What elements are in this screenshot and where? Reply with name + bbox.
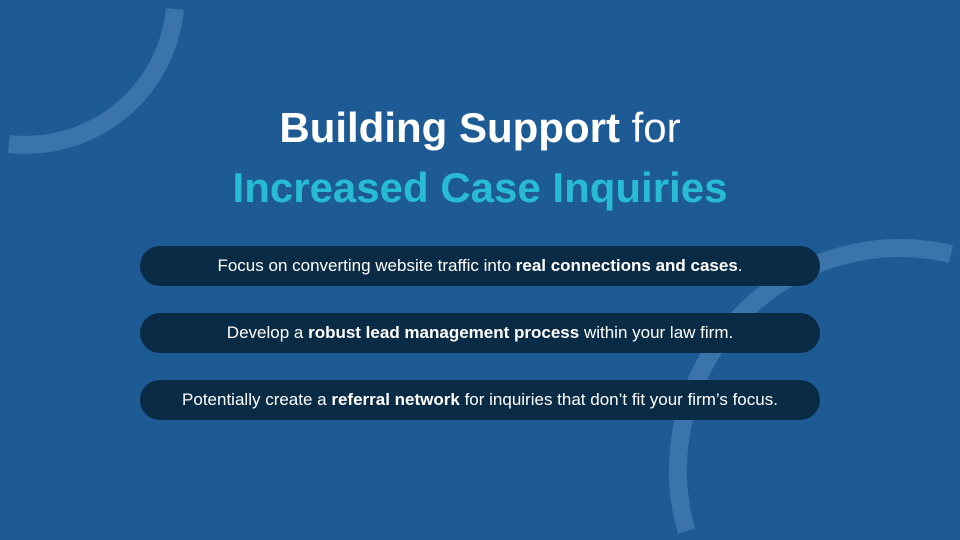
title-bold: Building Support bbox=[279, 104, 620, 151]
bullet-bold: robust lead management process bbox=[308, 323, 580, 342]
bullet-pill-3: Potentially create a referral network fo… bbox=[140, 380, 820, 420]
bullet-bold: referral network bbox=[331, 390, 460, 409]
bullet-text: within your law firm. bbox=[579, 323, 734, 342]
title-line-2: Increased Case Inquiries bbox=[232, 164, 728, 211]
title-light: for bbox=[631, 104, 681, 151]
top-left-ring bbox=[8, 8, 184, 154]
bullet-text: . bbox=[737, 256, 743, 275]
bullet-text: Potentially create a bbox=[182, 390, 332, 409]
title-line-1: Building Support for bbox=[0, 103, 960, 153]
bullet-pill-2: Develop a robust lead management process… bbox=[140, 313, 820, 353]
bullet-text: for inquiries that don’t fit your firm’s… bbox=[459, 390, 778, 409]
bullet-text: Develop a bbox=[226, 323, 309, 342]
bullet-text: Focus on converting website traffic into bbox=[217, 256, 516, 275]
bullet-pill-1: Focus on converting website traffic into… bbox=[140, 246, 820, 286]
bullet-bold: real connections and cases bbox=[515, 256, 738, 275]
